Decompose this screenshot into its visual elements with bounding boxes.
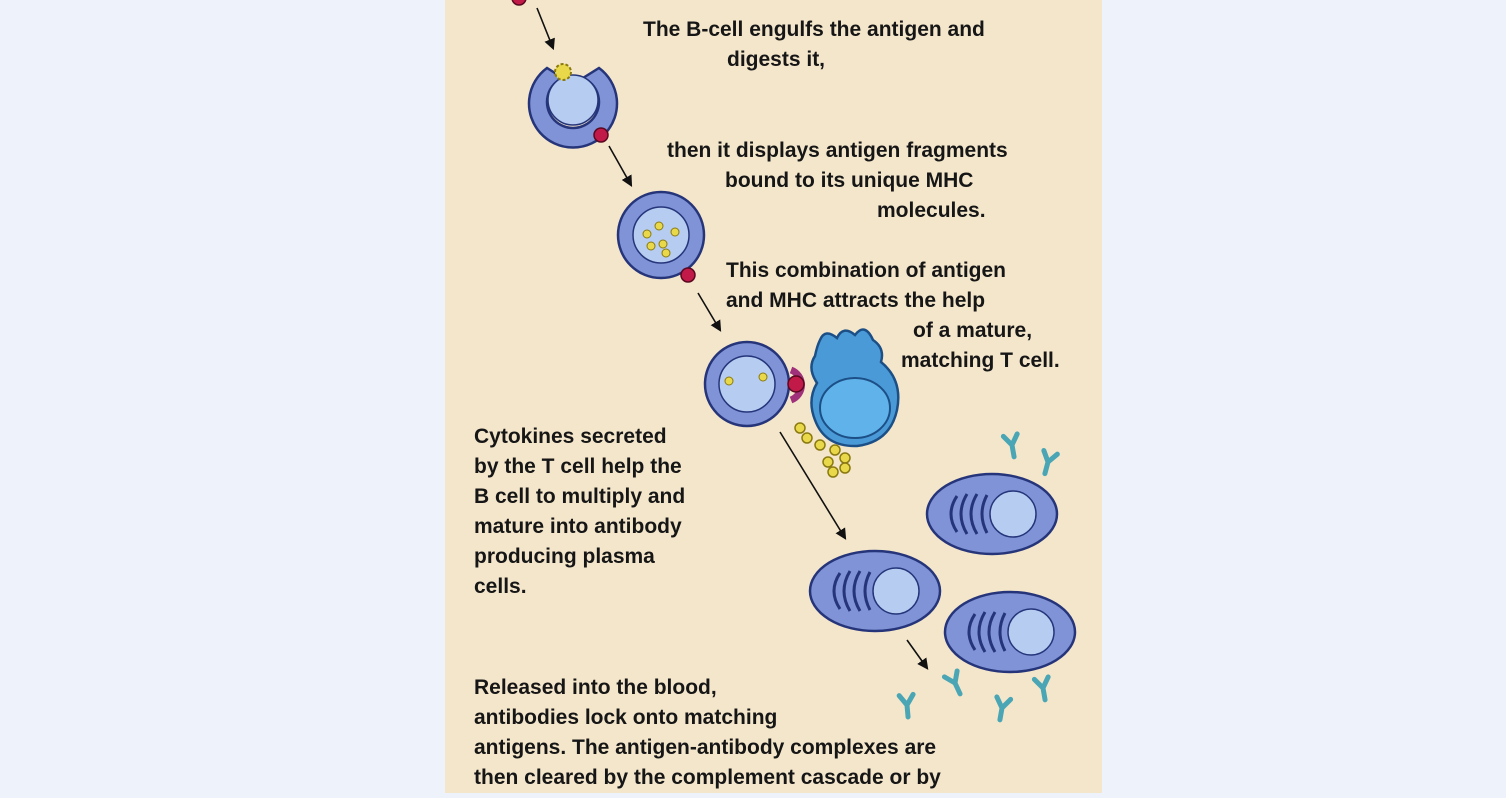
- caption-line: matching T cell.: [901, 349, 1060, 372]
- caption-line: and MHC attracts the help: [726, 289, 986, 312]
- caption-line: Released into the blood,: [474, 676, 717, 699]
- caption-engulf: The B-cell engulfs the antigen and diges…: [643, 15, 985, 75]
- cytokines: [794, 422, 851, 478]
- caption-line: This combination of antigen: [726, 259, 1006, 282]
- caption-line: then it displays antigen fragments: [667, 139, 1008, 162]
- caption-line: then cleared by the complement cascade o…: [474, 766, 941, 789]
- caption-line: producing plasma: [474, 545, 655, 568]
- b-cell-presenting: [703, 340, 805, 428]
- caption-line: of a mature,: [913, 319, 1033, 342]
- caption-line: antigens. The antigen-antibody complexes…: [474, 736, 937, 759]
- caption-line: mature into antibody: [474, 515, 682, 538]
- caption-line: antibodies lock onto matching: [474, 706, 778, 729]
- diagram-panel: The B-cell engulfs the antigen and diges…: [445, 0, 1102, 793]
- caption-line: cells.: [474, 575, 527, 598]
- caption-line: molecules.: [877, 199, 986, 222]
- caption-line: The B-cell engulfs the antigen and: [643, 18, 985, 41]
- arrows: [536, 7, 929, 670]
- caption-line: B cell to multiply and: [474, 485, 686, 508]
- plasma-cell-right: [943, 590, 1077, 674]
- b-cell-digesting: [616, 190, 706, 283]
- plasma-cell-left: [808, 549, 942, 633]
- caption-cytokines: Cytokines secreted by the T cell help th…: [474, 422, 685, 602]
- caption-line: by the T cell help the: [474, 455, 682, 478]
- diagram-illustration: [511, 0, 1077, 793]
- b-cell-engulfing: [527, 63, 619, 149]
- caption-released: Released into the blood, antibodies lock…: [474, 673, 941, 793]
- caption-combination: This combination of antigen and MHC attr…: [726, 256, 1060, 376]
- plasma-cell-top: [925, 472, 1059, 556]
- incoming-antigen: [511, 0, 527, 6]
- caption-line: bound to its unique MHC: [725, 169, 974, 192]
- caption-line: digests it,: [727, 48, 826, 71]
- t-cell: [810, 328, 900, 448]
- caption-line: Cytokines secreted: [474, 425, 667, 448]
- caption-display: then it displays antigen fragments bound…: [667, 136, 1008, 226]
